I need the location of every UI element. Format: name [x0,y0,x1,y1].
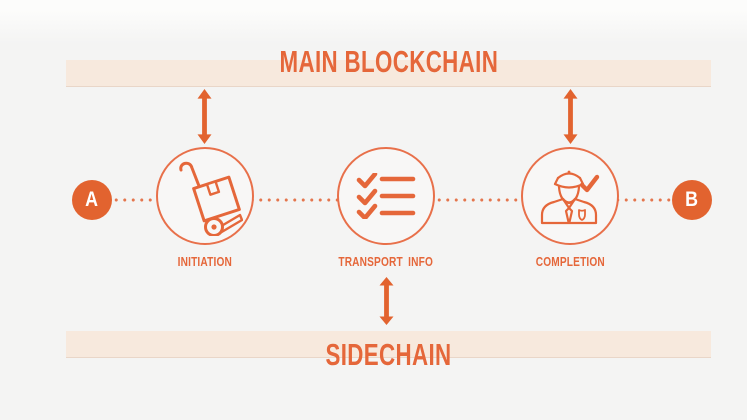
endpoint-a-letter: A [85,188,99,211]
node-transport-info [337,147,435,245]
customs-officer-icon [540,170,600,225]
hand-truck-icon [179,161,243,236]
endpoint-a-badge: A [72,180,112,220]
checklist-icon [356,173,416,219]
label-transport-info: TRANSPORT INFO [338,254,434,269]
label-initiation: INITIATION [177,254,233,269]
endpoint-b-letter: B [685,188,699,211]
main-blockchain-title: MAIN BLOCKCHAIN [66,46,711,77]
sidechain-title-text: SIDECHAIN [325,337,452,372]
double-arrow-icon-completion-mainchain [563,89,578,144]
node-completion [521,147,619,245]
sidechain-band [66,331,711,358]
main-blockchain-band [66,60,711,87]
node-initiation [156,147,254,245]
endpoint-b-badge: B [672,180,712,220]
double-arrow-icon-transport-sidechain [379,277,394,325]
sidechain-title: SIDECHAIN [66,339,711,370]
main-blockchain-title-text: MAIN BLOCKCHAIN [279,44,498,79]
double-arrow-icon-initiation-mainchain [197,89,212,144]
label-completion: COMPLETION [535,254,605,269]
